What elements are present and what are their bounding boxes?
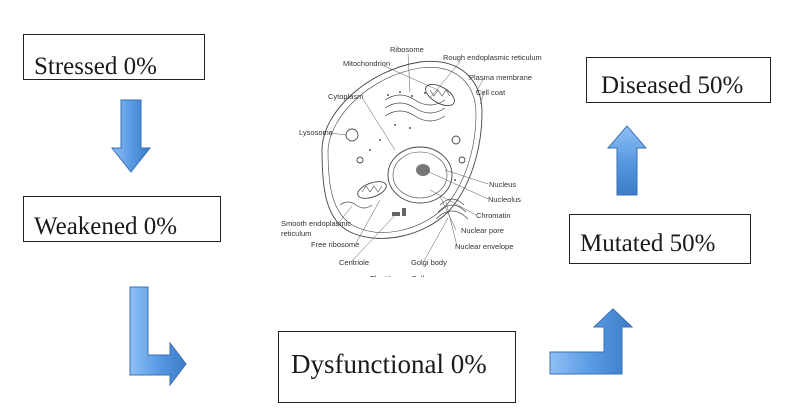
cell-label-plasma-membrane: Plasma membrane: [469, 73, 532, 82]
cell-label-smooth-er-2: reticulum: [281, 229, 311, 238]
stage-label-weakened: Weakened 0%: [34, 213, 178, 240]
cell-label-cell-coat: Cell coat: [476, 88, 506, 97]
cell-label-ribosome: Ribosome: [390, 45, 424, 54]
stage-box-stressed: Stressed 0%: [23, 34, 205, 80]
cell-label-smooth-er-1: Smooth endoplasmic: [281, 219, 351, 228]
stage-box-mutated: Mutated 50%: [569, 214, 751, 264]
arrow-down-right-icon: [129, 286, 187, 387]
stage-label-stressed: Stressed 0%: [34, 53, 157, 80]
cell-label-chromatin: Chromatin: [476, 211, 511, 220]
cell-label-nucleus: Nucleus: [489, 180, 516, 189]
arrow-right-up-icon: [549, 308, 634, 375]
arrow-down-icon: [110, 99, 152, 173]
cell-label-free-ribosome: Free ribosome: [311, 240, 359, 249]
cell-label-nuclear-pore: Nuclear pore: [461, 226, 504, 235]
cell-label-cytoplasm: Cytoplasm: [328, 92, 363, 101]
stage-box-dysfunctional: Dysfunctional 0%: [278, 331, 516, 403]
stage-label-mutated: Mutated 50%: [580, 230, 716, 257]
cell-label-centriole: Centriole: [339, 258, 369, 267]
stage-label-dysfunctional: Dysfunctional 0%: [291, 349, 487, 379]
cell-label-lysosome: Lysosome: [299, 128, 333, 137]
cell-label-nucleolus: Nucleolus: [488, 195, 521, 204]
stage-box-weakened: Weakened 0%: [23, 196, 221, 242]
stage-label-diseased: Diseased 50%: [601, 72, 744, 99]
cell-label-rough-er: Rough endoplasmic reticulum: [443, 53, 542, 62]
arrow-up-icon: [606, 125, 648, 196]
cell-label-nuclear-envelope: Nuclear envelope: [455, 242, 513, 251]
cell-label-golgi-body: Golgi body: [411, 258, 447, 267]
caption-crop-mask: [340, 277, 460, 283]
cell-label-mitochondrion: Mitochondrion: [343, 59, 390, 68]
stage-box-diseased: Diseased 50%: [586, 57, 771, 103]
